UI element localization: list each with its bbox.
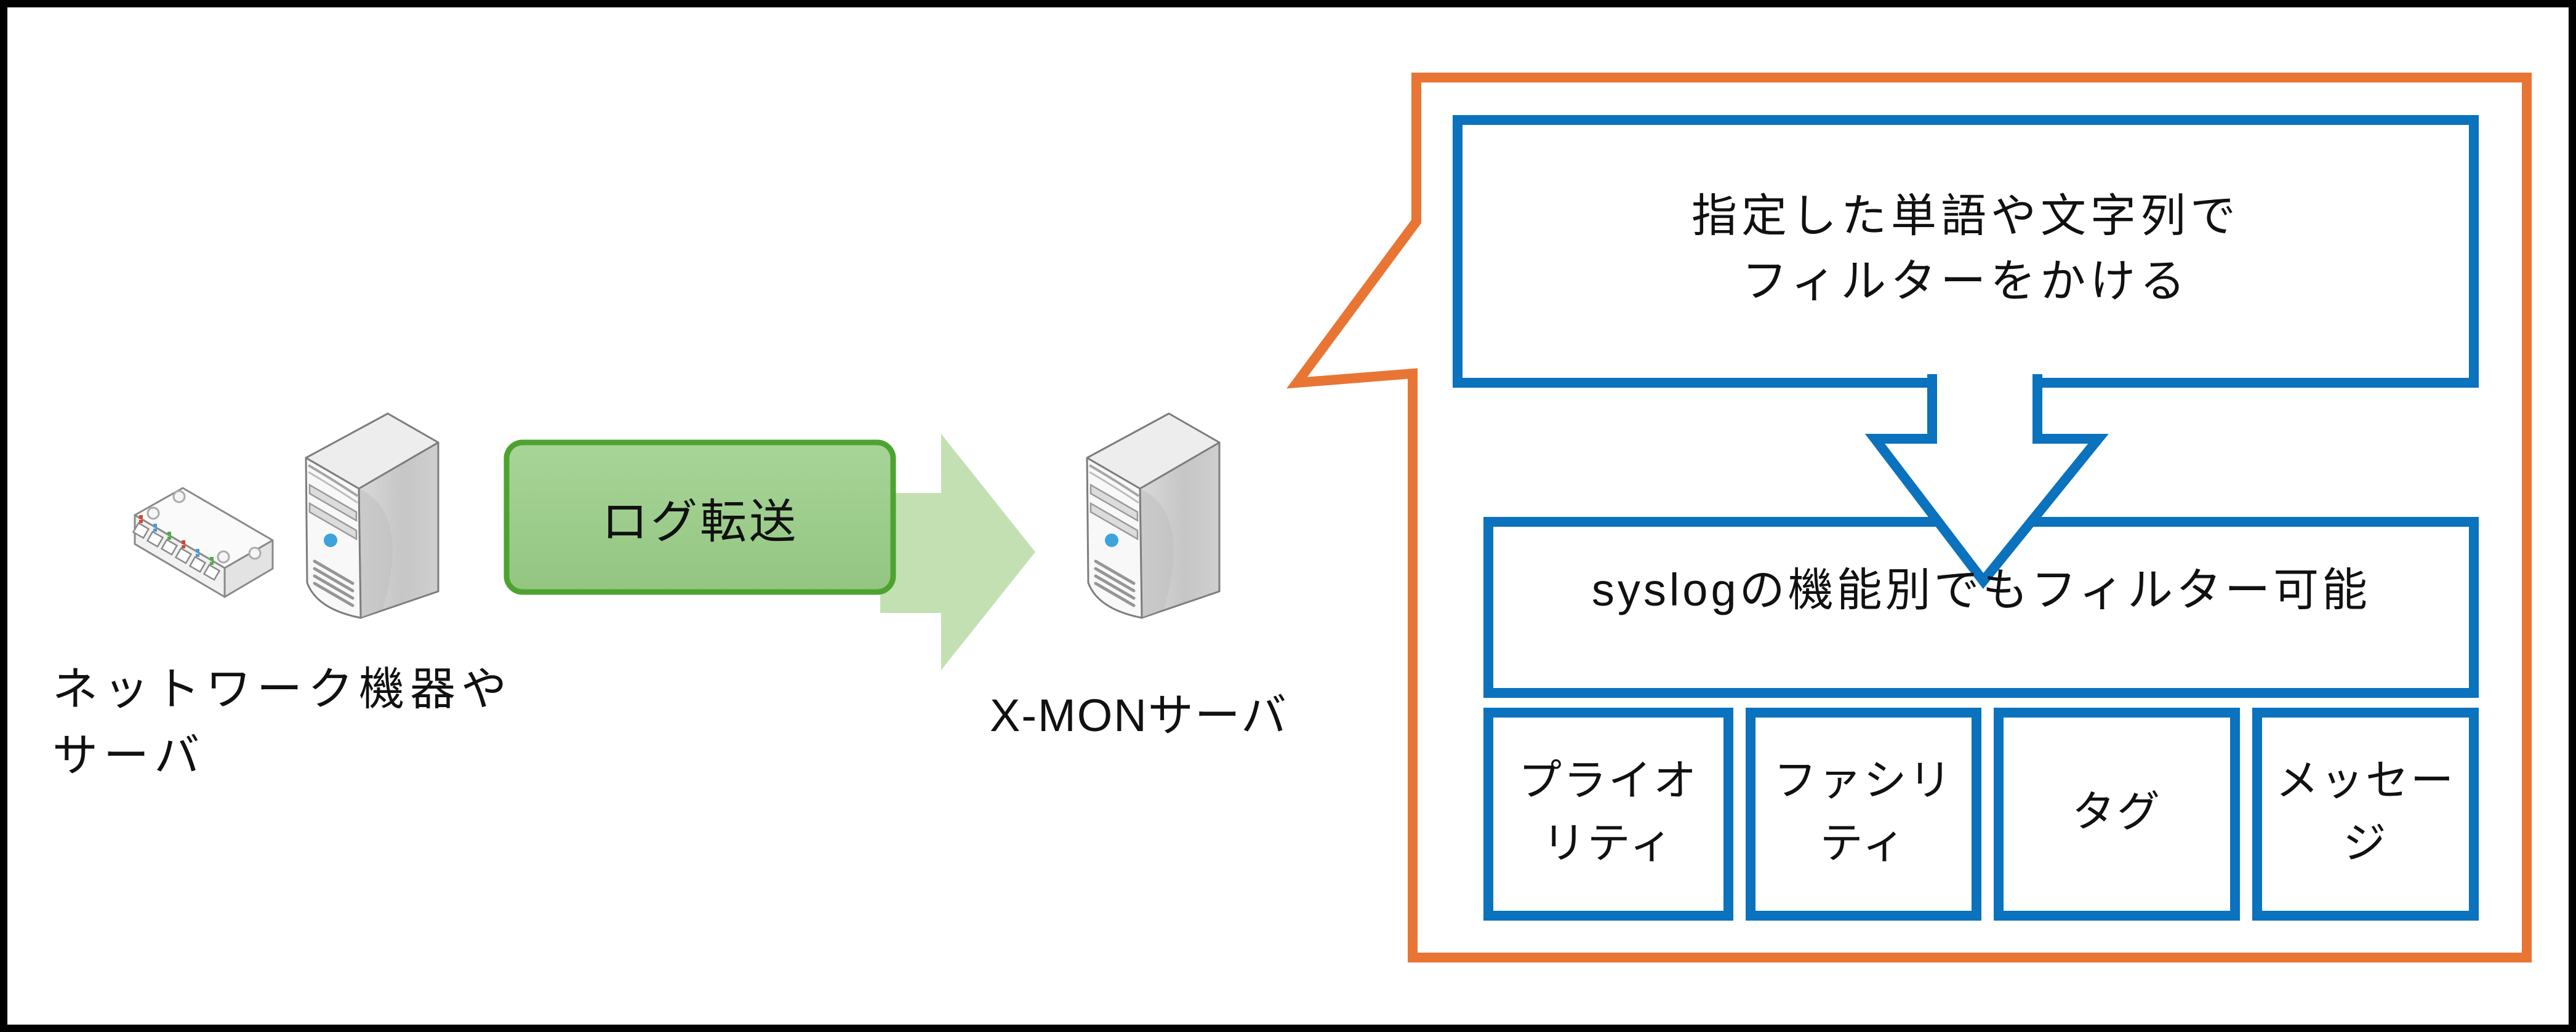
cell-message-line2: ジ bbox=[2343, 819, 2388, 867]
devices-label-line1: ネットワーク機器や bbox=[52, 663, 512, 714]
cell-label-facility: ファシリ ティ bbox=[1751, 713, 1976, 911]
xmon-server-label: X-MONサーバ bbox=[990, 689, 1288, 741]
cell-label-message: メッセー ジ bbox=[2257, 713, 2474, 911]
devices-label: ネットワーク機器や サーバ bbox=[52, 656, 582, 789]
right-arrow-icon bbox=[880, 434, 1035, 670]
log-transfer-label: ログ転送 bbox=[601, 495, 798, 548]
cell-facility-line2: ティ bbox=[1820, 819, 1908, 867]
cell-label-tag: タグ bbox=[1999, 713, 2235, 911]
cell-label-priority: プライオ リティ bbox=[1488, 713, 1728, 911]
filter-description-box bbox=[1453, 115, 2479, 388]
cell-priority-line1: プライオ bbox=[1519, 756, 1698, 804]
xmon-server-icon bbox=[1087, 414, 1219, 618]
source-server-icon bbox=[306, 414, 438, 618]
syslog-category-cells bbox=[1483, 708, 2479, 921]
log-transfer-box bbox=[504, 439, 896, 595]
cell-facility bbox=[1746, 708, 1981, 921]
cell-priority-line2: リティ bbox=[1542, 819, 1675, 867]
cell-tag-line1: タグ bbox=[2072, 788, 2162, 836]
cell-message-line1: メッセー bbox=[2276, 756, 2455, 804]
cell-facility-line1: ファシリ bbox=[1773, 756, 1954, 804]
network-switch-icon bbox=[132, 487, 274, 598]
devices-label-line2: サーバ bbox=[52, 730, 206, 781]
cell-tag bbox=[1994, 708, 2240, 921]
filter-description-text: 指定した単語や文字列で フィルターをかける bbox=[1463, 125, 2469, 378]
down-arrow-icon bbox=[1864, 373, 2109, 589]
filter-description-line2: フィルターをかける bbox=[1741, 255, 2190, 306]
cell-message bbox=[2252, 708, 2479, 921]
syslog-filter-title: syslogの機能別でもフィルター可能 bbox=[1591, 564, 2371, 615]
filter-description-line1: 指定した単語や文字列で bbox=[1691, 190, 2240, 241]
cell-priority bbox=[1483, 708, 1733, 921]
